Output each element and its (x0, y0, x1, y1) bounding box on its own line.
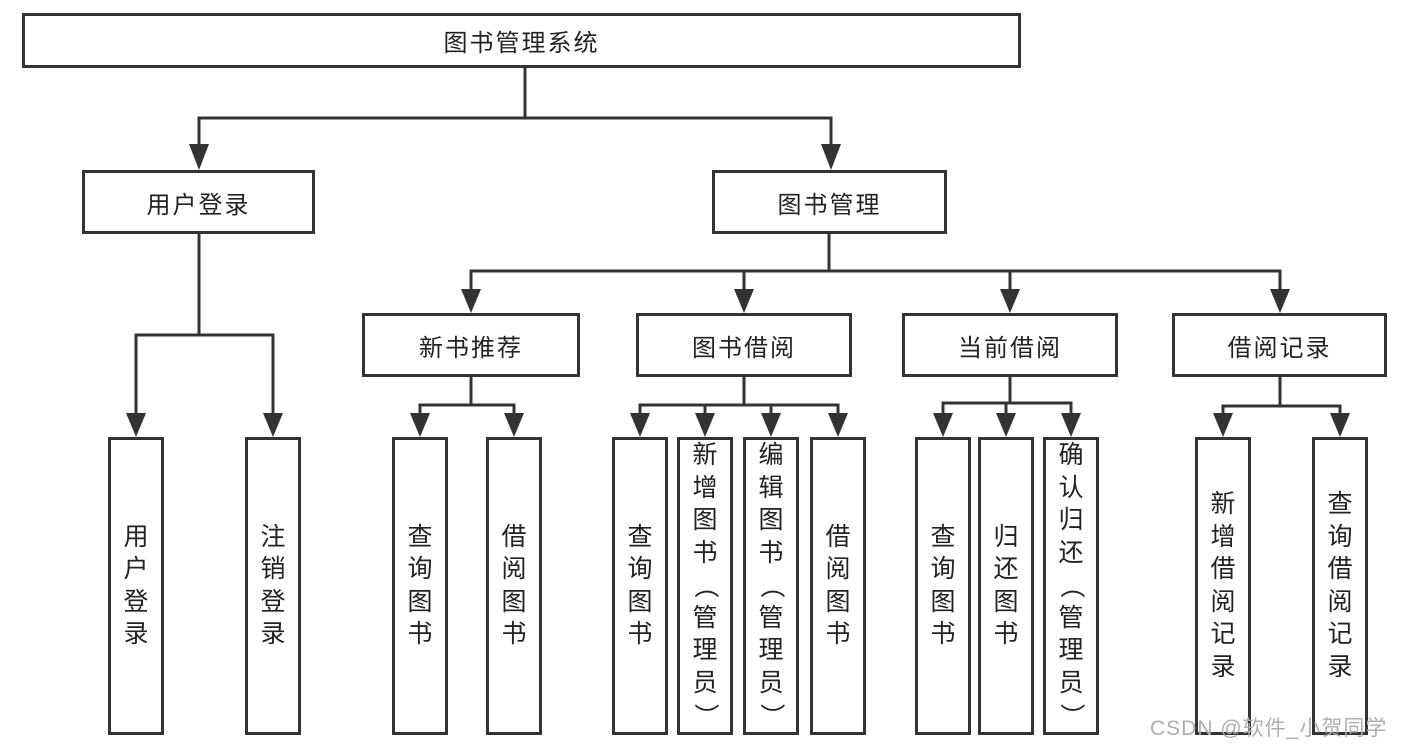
leaf-borrow-books-borrowing: 借阅图书 (810, 437, 866, 735)
node-book-borrowing: 图书借阅 (636, 313, 852, 377)
node-label: 用户登录 (146, 191, 251, 219)
leaf-label: 注销登录 (260, 522, 286, 648)
node-label: 当前借阅 (958, 334, 1062, 362)
node-label: 借阅记录 (1227, 334, 1332, 362)
leaf-add-book-admin: 新增图书（管理员） (677, 437, 733, 735)
arrowheads (126, 144, 1350, 437)
node-library-management-system: 图书管理系统 (22, 13, 1021, 68)
leaf-label: 借阅图书 (825, 522, 851, 648)
node-label: 图书借阅 (692, 334, 796, 362)
node-current-borrowing: 当前借阅 (902, 313, 1118, 377)
node-borrowing-records: 借阅记录 (1172, 313, 1387, 377)
node-label: 图书管理系统 (443, 30, 600, 57)
leaf-confirm-return-admin: 确认归还（管理员） (1043, 437, 1099, 735)
leaf-label: 借阅图书 (501, 522, 527, 648)
leaf-query-borrowing-record: 查询借阅记录 (1312, 437, 1368, 735)
leaf-query-books-current: 查询图书 (915, 437, 971, 735)
leaf-label: 用户登录 (123, 522, 149, 648)
leaf-label: 查询图书 (407, 522, 433, 648)
leaf-label: 编辑图书（管理员） (757, 441, 786, 729)
node-new-book-recommendation: 新书推荐 (362, 313, 580, 377)
node-user-login: 用户登录 (82, 170, 315, 234)
leaf-label: 查询借阅记录 (1327, 490, 1353, 681)
leaf-logout: 注销登录 (245, 437, 301, 735)
leaf-query-books-recommend: 查询图书 (392, 437, 448, 735)
leaf-borrow-books-recommend: 借阅图书 (486, 437, 542, 735)
leaf-user-login: 用户登录 (108, 437, 164, 735)
leaf-return-book: 归还图书 (978, 437, 1034, 735)
leaf-label: 新增借阅记录 (1210, 490, 1236, 681)
node-book-management: 图书管理 (712, 170, 947, 234)
csdn-watermark: CSDN @软件_小贺同学 (1150, 717, 1388, 740)
leaf-query-books-borrowing: 查询图书 (612, 437, 668, 735)
node-label: 新书推荐 (419, 334, 523, 362)
leaf-label: 查询图书 (930, 522, 956, 648)
leaf-add-borrowing-record: 新增借阅记录 (1195, 437, 1251, 735)
leaf-label: 查询图书 (627, 522, 653, 648)
leaf-label: 归还图书 (993, 522, 1019, 648)
leaf-label: 确认归还（管理员） (1057, 441, 1086, 729)
leaf-label: 新增图书（管理员） (691, 441, 720, 729)
node-label: 图书管理 (777, 191, 882, 219)
leaf-edit-book-admin: 编辑图书（管理员） (743, 437, 799, 735)
